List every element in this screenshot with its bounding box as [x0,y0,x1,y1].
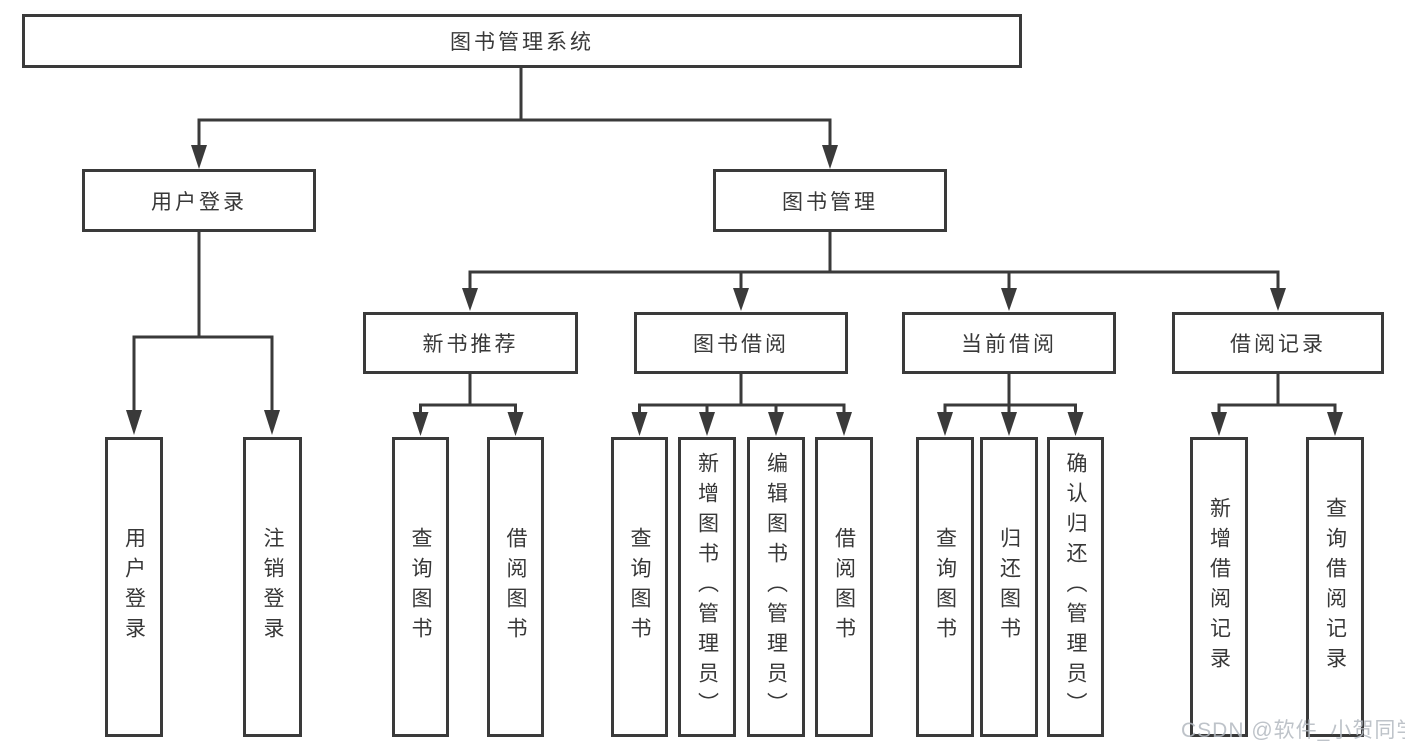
leaf-logout: 注销登录 [243,437,302,737]
leaf-query-borrow-record-label: 查询借阅记录 [1323,497,1347,677]
leaf-recommend-query-books-label: 查询图书 [409,527,432,647]
leaf-logout-label: 注销登录 [261,527,284,647]
node-borrow-records-label: 借阅记录 [1230,333,1326,356]
leaf-edit-books-admin: 编辑图书（管理员） [747,437,805,737]
leaf-borrow-books-label: 借阅图书 [832,527,856,647]
leaf-borrow-books: 借阅图书 [815,437,873,737]
node-user-login-label: 用户登录 [151,190,247,214]
leaf-return-books-label: 归还图书 [997,527,1021,647]
leaf-query-borrow-record: 查询借阅记录 [1306,437,1364,737]
leaf-recommend-borrow-books-label: 借阅图书 [504,527,527,647]
node-library-system: 图书管理系统 [22,14,1022,68]
leaf-confirm-return-admin-label: 确认归还（管理员） [1064,452,1087,722]
node-book-management-label: 图书管理 [782,190,878,214]
leaf-edit-books-admin-label: 编辑图书（管理员） [764,452,788,722]
node-book-borrow-label: 图书借阅 [693,333,789,356]
leaf-add-borrow-record: 新增借阅记录 [1190,437,1248,737]
leaf-add-books-admin-label: 新增图书（管理员） [695,452,719,722]
leaf-user-login-label: 用户登录 [122,527,146,647]
node-new-book-recommend-label: 新书推荐 [422,333,519,356]
leaf-confirm-return-admin: 确认归还（管理员） [1047,437,1104,737]
node-user-login: 用户登录 [82,169,316,232]
node-borrow-records: 借阅记录 [1172,312,1384,374]
leaf-recommend-query-books: 查询图书 [392,437,449,737]
leaf-return-books: 归还图书 [980,437,1038,737]
leaf-user-login: 用户登录 [105,437,163,737]
leaf-borrow-query-books-label: 查询图书 [628,527,651,647]
node-current-borrow: 当前借阅 [902,312,1116,374]
leaf-borrow-query-books: 查询图书 [611,437,668,737]
node-book-management: 图书管理 [713,169,947,232]
csdn-watermark: CSDN @软件_小贺同学 [1181,719,1405,742]
leaf-current-query-books: 查询图书 [916,437,974,737]
leaf-add-borrow-record-label: 新增借阅记录 [1207,497,1231,677]
node-new-book-recommend: 新书推荐 [363,312,578,374]
leaf-add-books-admin: 新增图书（管理员） [678,437,736,737]
node-book-borrow: 图书借阅 [634,312,848,374]
leaf-current-query-books-label: 查询图书 [933,527,957,647]
leaf-recommend-borrow-books: 借阅图书 [487,437,544,737]
node-library-system-label: 图书管理系统 [450,31,594,54]
node-current-borrow-label: 当前借阅 [961,333,1057,356]
